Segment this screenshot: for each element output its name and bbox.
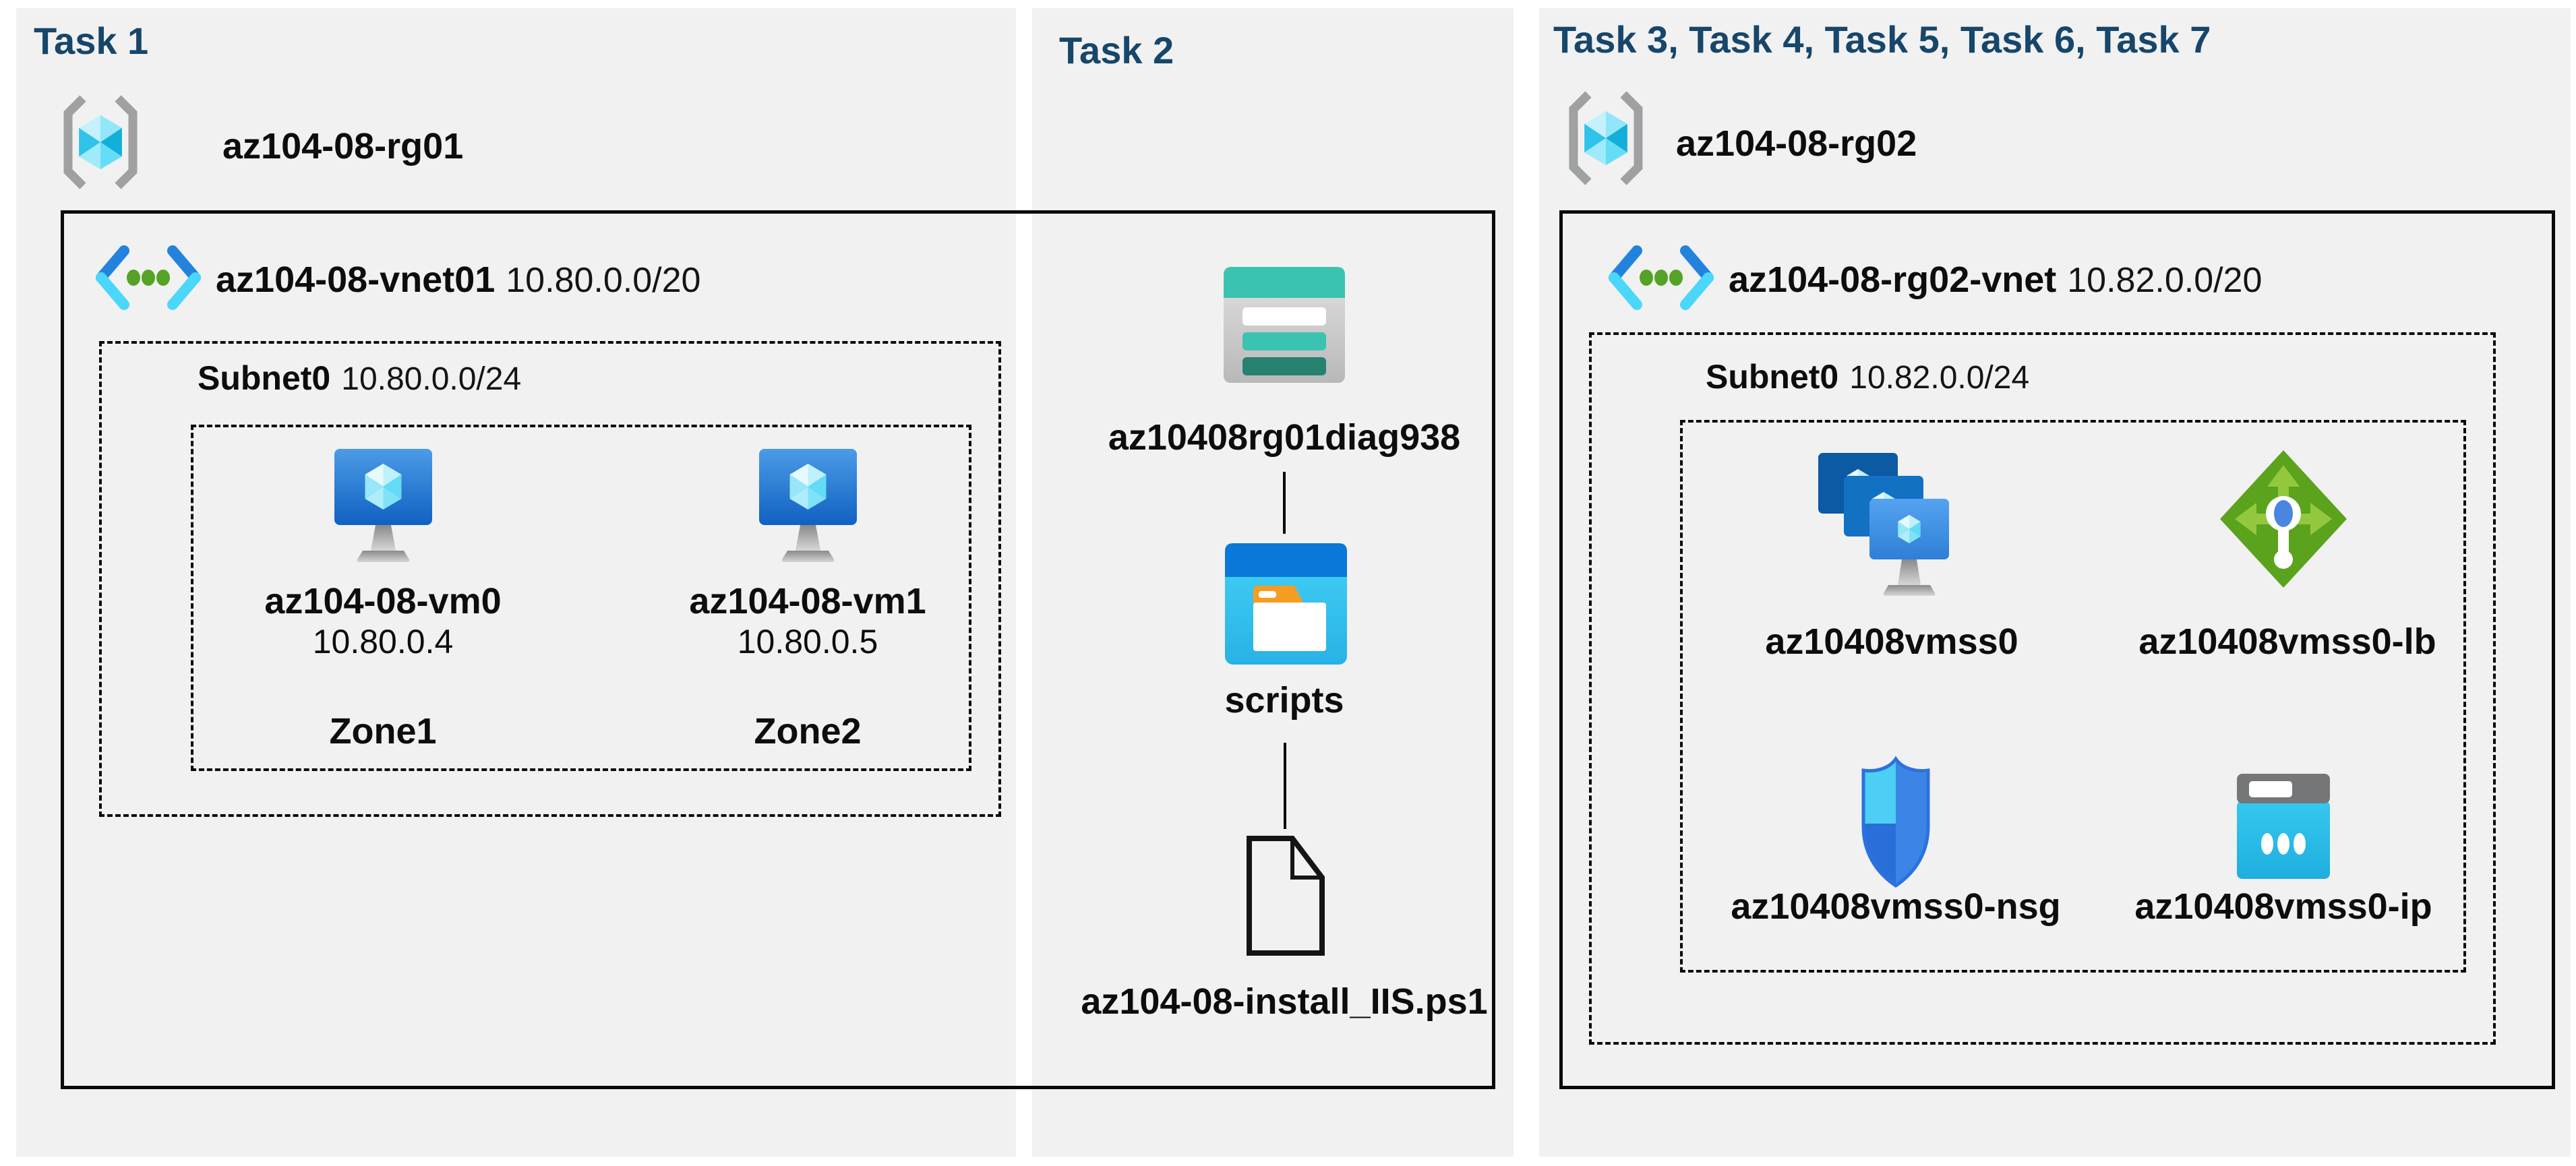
vnet-label: az104-08-vnet01 10.80.0.0/20 [216, 259, 700, 301]
task1-title: Task 1 [34, 20, 149, 62]
resource-group-icon [57, 93, 144, 191]
vnet1-boundary-box [61, 210, 1495, 1089]
network-security-group-icon [1854, 754, 1938, 891]
virtual-network-icon [94, 237, 202, 318]
vm-zone-label: Zone1 [329, 711, 437, 751]
vnet-name: az104-08-rg02-vnet [1729, 259, 2057, 300]
storage-account-label: az10408rg01diag938 [1108, 417, 1461, 458]
subnet-name: Subnet0 [198, 359, 331, 397]
vnet-cidr: 10.82.0.0/20 [2067, 261, 2263, 300]
task2-title: Task 2 [1059, 29, 1174, 71]
script-file-label: az104-08-install_IIS.ps1 [1081, 981, 1488, 1022]
resource-group-icon [1563, 89, 1649, 187]
resource-group-label: az104-08-rg02 [1676, 123, 1917, 164]
load-balancer-label: az10408vmss0-lb [2138, 621, 2436, 662]
resource-group-name: az104-08-rg01 [222, 126, 464, 166]
public-ip-label: az10408vmss0-ip [2134, 886, 2432, 927]
public-ip-icon [2236, 772, 2331, 880]
load-balancer-icon [2218, 448, 2349, 590]
vm-ip-label: 10.80.0.4 [312, 623, 454, 661]
script-file-icon [1244, 833, 1327, 958]
vm-scale-set-icon [1818, 453, 1950, 615]
vnet-name: az104-08-vnet01 [216, 259, 496, 300]
task3-panel [1539, 8, 2571, 1157]
vm-ip-label: 10.80.0.5 [737, 623, 878, 661]
subnet-label: Subnet0 10.80.0.0/24 [198, 359, 521, 398]
subnet-cidr: 10.82.0.0/24 [1849, 360, 2030, 396]
vm-name-label: az104-08-vm1 [689, 581, 926, 621]
nsg-label: az10408vmss0-nsg [1731, 886, 2061, 927]
subnet2-dashed-box [1589, 332, 2496, 1045]
container-label: scripts [1224, 680, 1344, 720]
virtual-network-icon [1607, 237, 1715, 318]
subnet-label: Subnet0 10.82.0.0/24 [1706, 357, 2029, 396]
subnet1-dashed-box [99, 341, 1001, 817]
virtual-machine-icon [334, 449, 432, 570]
resource-group-name: az104-08-rg02 [1676, 123, 1917, 164]
vnet2-boundary-box [1559, 210, 2555, 1089]
storage-account-icon [1224, 267, 1345, 383]
vm-group-dashed-box [191, 425, 971, 771]
subnet-cidr: 10.80.0.0/24 [341, 361, 522, 397]
task3-title: Task 3, Task 4, Task 5, Task 6, Task 7 [1553, 18, 2211, 61]
vm-zone-label: Zone2 [754, 711, 862, 751]
vmss-label: az10408vmss0 [1765, 621, 2018, 662]
blob-container-icon [1225, 543, 1347, 665]
virtual-machine-icon [759, 449, 857, 570]
vmss-group-dashed-box [1680, 420, 2466, 973]
resource-group-label: az104-08-rg01 [222, 125, 463, 167]
vnet-cidr: 10.80.0.0/20 [506, 261, 701, 300]
vm-name-label: az104-08-vm0 [264, 581, 502, 621]
connector-line [1283, 472, 1286, 534]
task1-panel [16, 8, 1016, 1157]
vnet-label: az104-08-rg02-vnet 10.82.0.0/20 [1729, 259, 2262, 301]
connector-line [1284, 743, 1286, 829]
subnet-name: Subnet0 [1706, 358, 1839, 396]
